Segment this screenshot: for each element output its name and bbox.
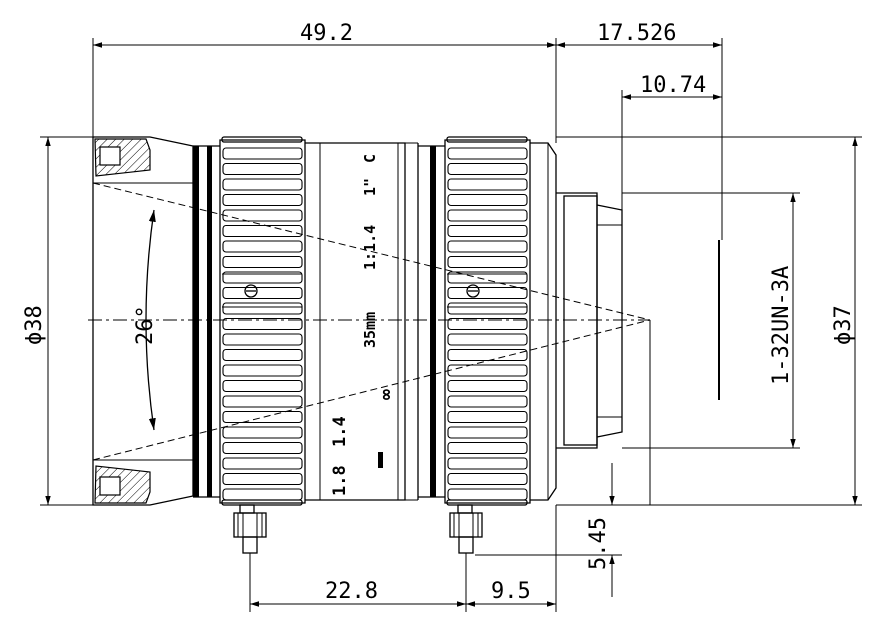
knurl-rib [447,255,528,269]
knurl-rib [222,240,303,253]
fov-line-top [92,182,651,321]
knurl-rib [447,472,528,486]
knurl-rib [222,395,303,408]
dim-screw-spacing: 22.8 [325,579,378,604]
dim-thread: 1-32UN-3A [769,266,794,385]
knurl-rib [222,457,303,470]
knurl-rib [222,348,303,362]
dim-rear-screw-offset: 9.5 [491,579,531,604]
knurl-rib [447,395,528,408]
knurl-rib [222,302,303,315]
fov-line-bottom [92,319,651,461]
marking-mount: C [361,154,379,163]
dim-overall-length: 49.2 [300,21,353,46]
knurl-rib [222,472,303,486]
knurl-rib [222,488,303,501]
knurl-rib [222,441,303,455]
dim-mount-length: 17.526 [597,21,676,46]
knurl-rib [447,426,528,439]
knurl-rib [447,379,528,393]
marking-format: 1" [361,178,379,196]
knurl-rib [447,240,528,253]
field-angle-arc [145,209,156,431]
knurl-rib [222,255,303,269]
knurl-rib [447,410,528,424]
set-screw-left [233,504,267,554]
knurl-rib [222,364,303,377]
marking-aperture: 1:1.4 [361,225,379,270]
dim-field-angle: 26° [133,305,158,345]
dim-back-focal: 10.74 [640,73,706,98]
knurl-rib [447,209,528,222]
dim-screw-height: 5.45 [586,517,611,570]
set-screw-right [449,504,483,554]
marking-focal: 35mm [361,312,379,348]
knurl-rib [447,224,528,238]
knurl-rib [447,488,528,501]
dim-rear-diameter: ϕ37 [831,305,856,345]
knurl-rib [222,178,303,191]
knurl-rib [447,302,528,315]
iris-ring [444,136,531,506]
dim-front-diameter: ϕ38 [22,305,47,345]
knurl-rib [447,317,528,331]
knurl-rib [222,379,303,393]
knurl-rib [222,162,303,176]
knurl-rib [447,441,528,455]
knurl-rib [222,224,303,238]
knurl-rib [222,333,303,346]
focus-index-mark [378,452,383,468]
knurl-rib [447,178,528,191]
knurl-rib [447,333,528,346]
knurl-rib [447,193,528,207]
marking-infinity: ∞ [376,389,397,400]
knurl-rib [447,271,528,284]
knurl-rib [447,457,528,470]
marking-fstop-2: 1.8 [330,465,350,496]
knurl-rib [222,286,303,300]
knurl-rib [222,426,303,439]
knurl-rib [447,162,528,176]
knurl-rib [222,271,303,284]
knurl-rib [222,317,303,331]
knurl-rib [447,364,528,377]
knurl-rib [447,348,528,362]
knurl-rib [447,147,528,160]
knurl-rib [222,147,303,160]
knurl-rib [222,410,303,424]
knurl-rib [222,209,303,222]
knurl-rib [447,286,528,300]
focus-ring [219,136,306,506]
lens-body [92,136,720,506]
marking-fstop-1: 1.4 [330,416,350,447]
knurl-rib [222,193,303,207]
